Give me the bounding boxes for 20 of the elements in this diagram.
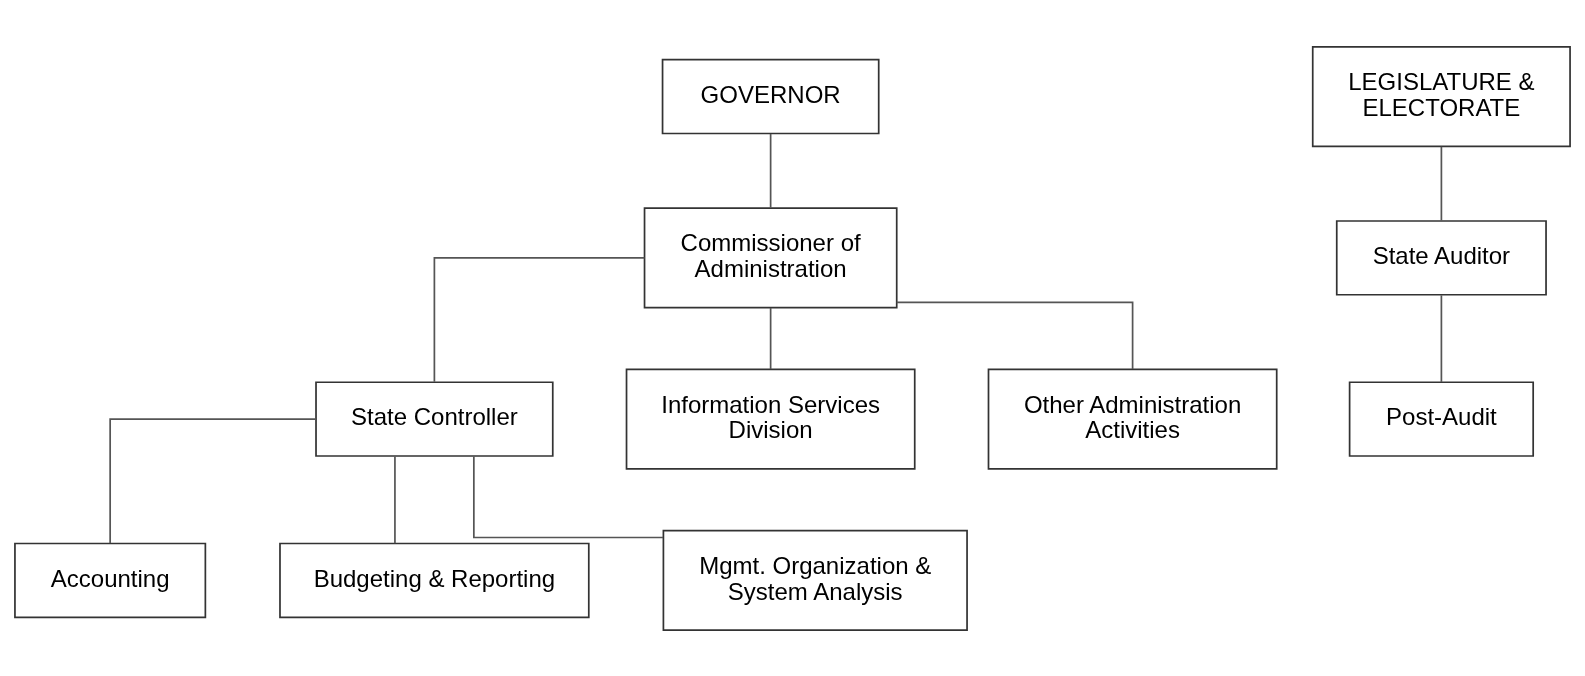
connector [109,417,317,544]
node-box: Mgmt. Organization & System Analysis [662,529,968,631]
connector [1440,293,1443,383]
connector [394,455,396,544]
node-box: Accounting [14,542,207,618]
node-box: Post-Audit [1348,380,1535,457]
connector [472,455,664,538]
node-box: LEGISLATURE & ELECTORATE [1311,45,1571,147]
node-box: State Auditor [1335,219,1547,296]
connector [1440,145,1443,221]
connector [769,306,772,370]
node-box: Commissioner of Administration [643,206,898,308]
node-box: State Controller [315,380,554,457]
node-box: GOVERNOR [661,58,880,134]
connector [895,301,1134,370]
node-box: Budgeting & Reporting [279,542,590,618]
node-box: Other Administration Activities [987,368,1278,470]
connector [769,132,772,209]
connector [433,256,646,383]
node-box: Information Services Division [625,368,916,470]
